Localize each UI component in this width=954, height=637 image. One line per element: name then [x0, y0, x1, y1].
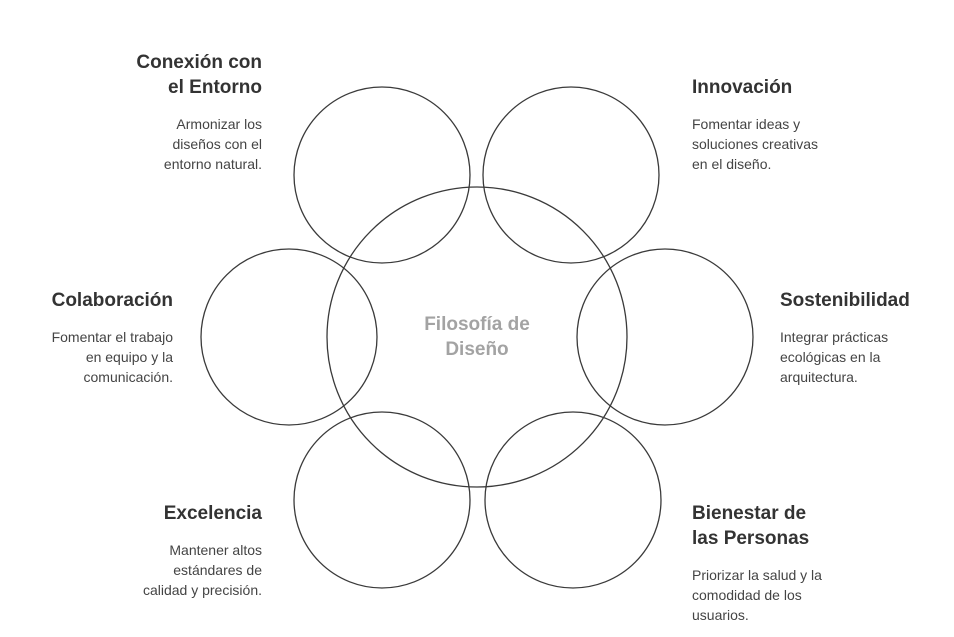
concept-title: Excelencia: [163, 503, 262, 524]
concept-title: Bienestar de las Personas: [692, 503, 810, 549]
center-circle: [326, 186, 628, 488]
concept-title: Colaboración: [51, 290, 173, 311]
concept-excelencia: Excelencia Mantener altos estándares de …: [22, 501, 262, 600]
concept-title: Conexión con el Entorno: [136, 52, 262, 98]
circle-conexion-entorno: [293, 86, 471, 264]
concept-conexion-entorno: Conexión con el Entorno Armonizar los di…: [22, 50, 262, 174]
concept-description: Mantener altos estándares de calidad y p…: [142, 542, 262, 598]
circle-sostenibilidad: [576, 248, 754, 426]
circle-innovacion: [482, 86, 660, 264]
concept-description: Priorizar la salud y la comodidad de los…: [692, 567, 822, 623]
concept-description: Fomentar el trabajo en equipo y la comun…: [51, 329, 173, 385]
concept-description: Integrar prácticas ecológicas en la arqu…: [780, 329, 889, 385]
concept-title: Innovación: [692, 77, 793, 98]
concept-description: Fomentar ideas y soluciones creativas en…: [692, 116, 819, 172]
circle-bienestar-personas: [484, 411, 662, 589]
circle-colaboracion: [200, 248, 378, 426]
concept-title: Sostenibilidad: [780, 290, 910, 311]
concept-colaboracion: Colaboración Fomentar el trabajo en equi…: [0, 288, 173, 387]
concept-bienestar-personas: Bienestar de las Personas Priorizar la s…: [692, 501, 932, 625]
concept-innovacion: Innovación Fomentar ideas y soluciones c…: [692, 75, 932, 174]
center-label: Filosofía de Diseño: [424, 314, 530, 360]
circle-excelencia: [293, 411, 471, 589]
concept-sostenibilidad: Sostenibilidad Integrar prácticas ecológ…: [780, 288, 954, 387]
concept-description: Armonizar los diseños con el entorno nat…: [163, 116, 262, 172]
